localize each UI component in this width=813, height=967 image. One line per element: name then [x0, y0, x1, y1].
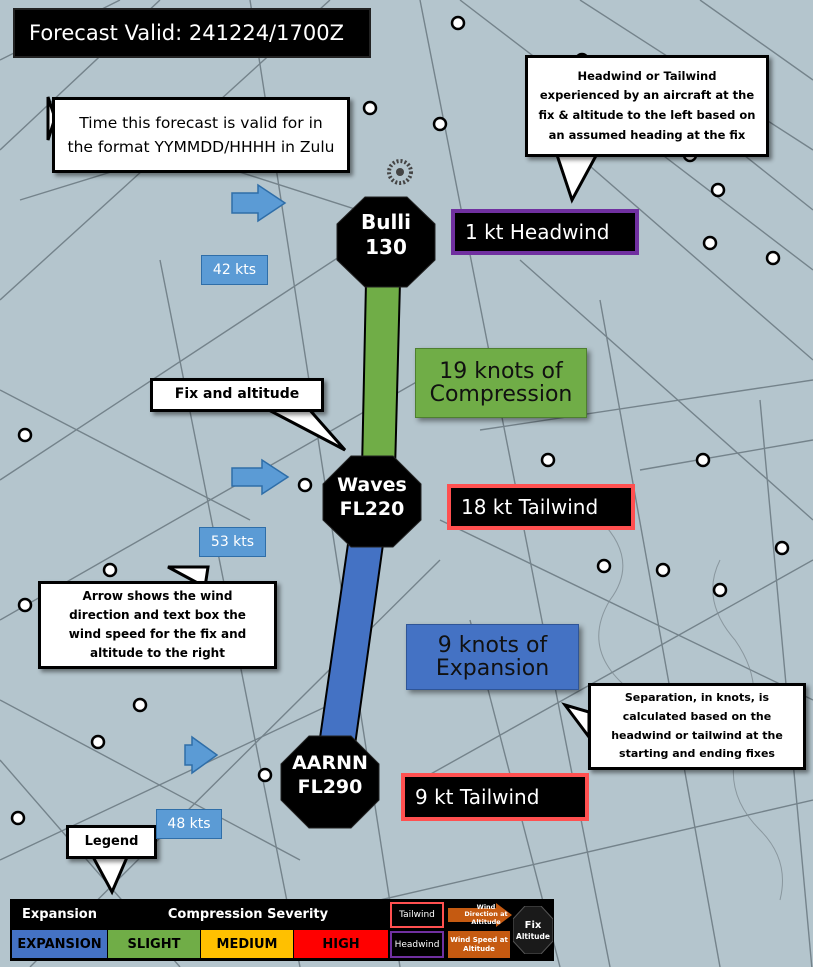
fix-name: AARNN: [292, 752, 368, 774]
legend-expansion-header: Expansion: [22, 906, 97, 922]
callout-time-valid: Time this forecast is valid for in the f…: [52, 97, 350, 173]
separation-compression: 19 knots of Compression: [415, 348, 587, 418]
separation-type: Expansion: [435, 656, 550, 681]
separation-type: Compression: [429, 382, 573, 407]
callout-fix-altitude: Fix and altitude: [150, 378, 324, 412]
wind-speed-bulli: 42 kts: [201, 255, 268, 285]
fix-name: Waves: [337, 474, 407, 496]
callout-arrow-info: Arrow shows the wind direction and text …: [38, 581, 277, 669]
legend-high-swatch: HIGH: [294, 930, 388, 958]
legend-medium-swatch: MEDIUM: [201, 930, 293, 958]
fix-octagon-bulli: [336, 196, 436, 288]
legend-slight-swatch: SLIGHT: [108, 930, 200, 958]
wind-speed-waves: 53 kts: [199, 527, 266, 557]
legend-fix-name: Fix: [524, 919, 542, 931]
legend-headwind-box: Headwind: [390, 931, 444, 958]
separation-value: 9 knots of: [437, 632, 548, 658]
fix-octagons: [280, 196, 436, 829]
wind-label-bulli: 1 kt Headwind: [451, 209, 639, 255]
fix-altitude: FL290: [297, 775, 363, 798]
legend-tailwind-box: Tailwind: [390, 902, 444, 928]
legend-expansion-swatch: EXPANSION: [12, 930, 107, 958]
legend-fix-label: Fix Altitude: [513, 912, 553, 948]
separation-expansion: 9 knots of Expansion: [406, 624, 579, 690]
segment-compression: [360, 281, 402, 471]
legend-compression-header: Compression Severity: [167, 906, 329, 922]
wind-arrow-waves: [231, 458, 290, 496]
forecast-valid-title: Forecast Valid: 241224/1700Z: [13, 8, 371, 58]
fix-label-waves: Waves FL220: [323, 474, 421, 522]
callout-legend: Legend: [66, 825, 157, 859]
separation-value: 19 knots of: [439, 358, 563, 384]
wind-label-waves: 18 kt Tailwind: [447, 484, 635, 530]
wind-arrow-aarnn: [184, 735, 219, 775]
legend-fix-octagon-icon: [513, 906, 553, 954]
fix-label-aarnn: AARNN FL290: [279, 752, 381, 800]
fix-label-bulli: Bulli 130: [337, 210, 435, 260]
legend-panel: Expansion Compression Severity EXPANSION…: [10, 899, 554, 961]
wind-arrow-bulli: [231, 183, 287, 223]
legend-wind-direction-arrow-icon: [448, 903, 512, 927]
wind-label-aarnn: 9 kt Tailwind: [401, 773, 589, 821]
vor-rose: [387, 159, 413, 185]
fix-altitude: 130: [365, 235, 407, 259]
callout-headwind-tailwind: Headwind or Tailwind experienced by an a…: [525, 55, 769, 157]
wind-arrows: [184, 183, 290, 775]
fix-octagon-aarnn: [280, 735, 380, 829]
legend-wind-speed-box: Wind Speed at Altitude: [448, 931, 510, 958]
wind-speed-aarnn: 48 kts: [156, 809, 222, 839]
fix-name: Bulli: [360, 210, 412, 234]
fix-octagon-waves: [322, 455, 422, 548]
legend-wind-direction-label: Wind Direction at Altitude: [464, 903, 508, 926]
legend-fix-altitude: Altitude: [516, 931, 550, 941]
callout-separation: Separation, in knots, is calculated base…: [588, 683, 806, 770]
fix-altitude: FL220: [339, 497, 405, 520]
